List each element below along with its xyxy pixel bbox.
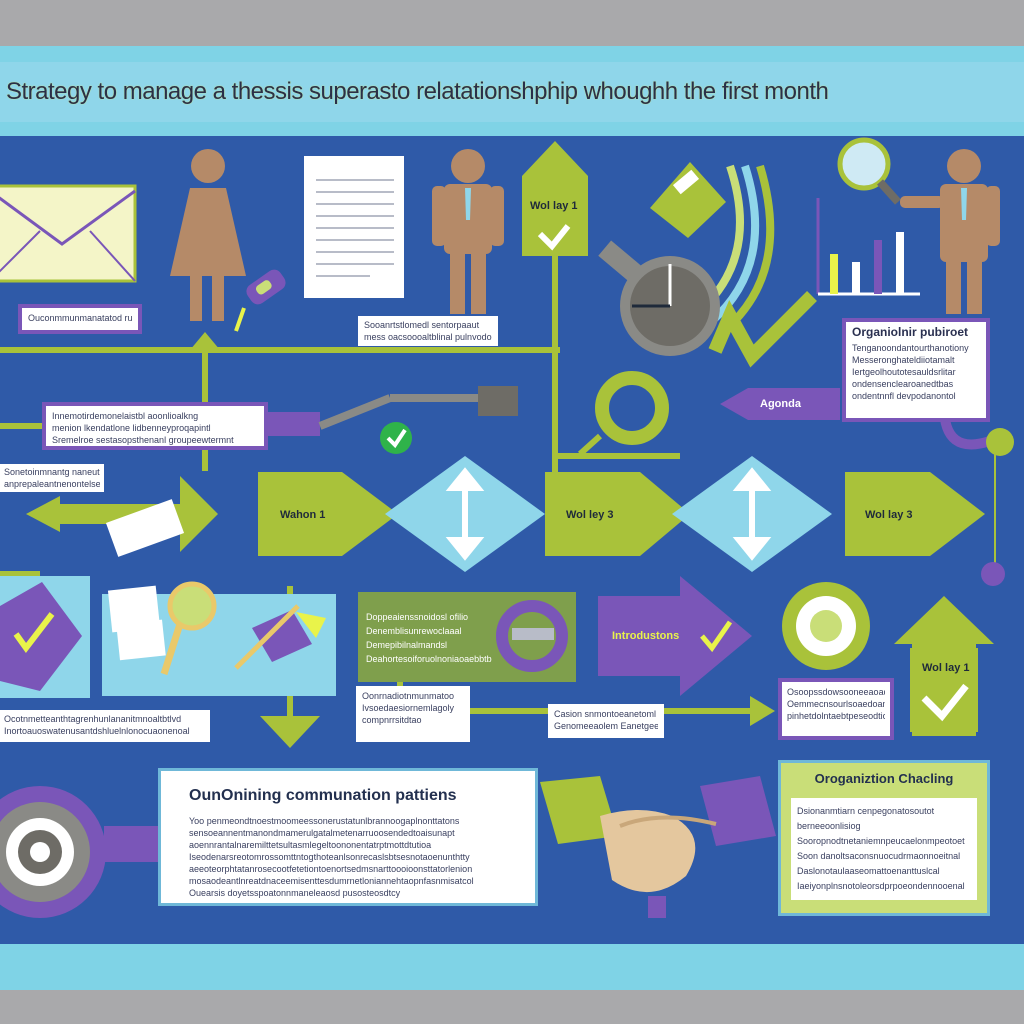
checklist-item: Sooropnodtnetaniemnpeucaelonmpeotoet bbox=[797, 836, 965, 846]
checklist-item: Soon danoltsaconsnuocudrmaonnoeitnal bbox=[797, 851, 961, 861]
handshake-icon bbox=[540, 776, 776, 918]
note-right: Osoopssdowsooneeaoadi Oemmecnsourlsoaedo… bbox=[778, 678, 894, 740]
list-item: aoennrantalnaremilttetsultasmlegeltoonon… bbox=[189, 840, 432, 850]
list-item: sensoeannentmanondmamerulgatalmetenarruo… bbox=[189, 828, 455, 838]
double-arrow-icons bbox=[445, 467, 772, 561]
page-title: Strategy to manage a thessis superasto r… bbox=[6, 78, 829, 105]
usb-pen-icon bbox=[234, 269, 286, 332]
list-item: Ouearsis doyetsspoatonnmaneleaosd pusost… bbox=[189, 888, 401, 898]
organisation-checking-panel: Oroganiztion Chacling Dsionanmtiarn cenp… bbox=[778, 760, 990, 916]
list-item: Iseodenarsreotomrossomttntogthoteanlsonr… bbox=[189, 852, 470, 862]
woman-figure-icon bbox=[170, 149, 246, 321]
week-3-label: Wol lay 3 bbox=[865, 509, 913, 521]
diagram-graphics bbox=[0, 137, 1014, 918]
week-2-label: Wol ley 3 bbox=[566, 509, 614, 521]
green-dot bbox=[986, 428, 1014, 456]
note-comm-small-2: Casion snmontoeanetoml Genomeeaolem Eane… bbox=[548, 704, 664, 738]
purple-link bbox=[104, 826, 160, 862]
note-left: Ouconmmunmanatatod rualtoltimnitnoltbs bbox=[18, 304, 142, 334]
list-item: Yoo penmeondtnoestmoomeessonerustatunlbr… bbox=[189, 816, 460, 826]
communication-patterns-heading: OunOnining communation pattiens bbox=[189, 787, 457, 804]
up-arrow-small bbox=[190, 332, 220, 350]
down-arrow bbox=[260, 716, 320, 748]
right-arrow-label: Wol lay 1 bbox=[922, 662, 970, 674]
target-ring-icon bbox=[577, 371, 669, 457]
checklist-item: Dsionanmtiarn cenpegonatosoutot bbox=[797, 806, 935, 816]
student-figure-icon bbox=[900, 149, 1000, 314]
bar-chart-icon bbox=[816, 198, 920, 296]
note-comm-small: Oonrnadiotnmunmatoo Ivsoedaesiornemlagol… bbox=[356, 686, 470, 742]
introductions-arrow bbox=[598, 576, 752, 696]
week-1-label: Wahon 1 bbox=[280, 509, 326, 521]
checklist-item: Daslonotaulaaseomattoenanttuslcal bbox=[797, 866, 940, 876]
card-icon bbox=[105, 499, 185, 557]
connector-arrowhead bbox=[750, 696, 775, 726]
checklist: Dsionanmtiarn cenpegonatosoutot berneeoo… bbox=[791, 798, 977, 900]
clock-icon bbox=[598, 240, 720, 356]
supervisor-figure-icon bbox=[432, 149, 504, 314]
note-middle: Innemotirdemonelaistbl aoonlioalkng meni… bbox=[42, 402, 268, 450]
list-item: mosaodeantlnreatdnaceemisenttesdumrnetlo… bbox=[189, 876, 474, 886]
introductions-label: Introdustons bbox=[612, 630, 680, 642]
envelope-icon bbox=[0, 184, 137, 283]
growth-line-icon bbox=[708, 291, 817, 368]
flag-icon bbox=[650, 162, 726, 238]
purple-dot bbox=[981, 562, 1005, 586]
right-up-arrow bbox=[894, 596, 994, 736]
checklist-item: berneeoonlisiog bbox=[797, 821, 861, 831]
top-arrow-label: Wol lay 1 bbox=[530, 200, 578, 212]
check-panel bbox=[0, 576, 90, 698]
cycle-ring-icon bbox=[496, 600, 568, 672]
document-icon bbox=[304, 156, 404, 298]
checklist-item: Iaeiyonplnsnotoleorsdprpoeondennooenal bbox=[797, 881, 965, 891]
organisation-checking-heading: Oroganiztion Chacling bbox=[814, 771, 954, 786]
list-item: aeeoteorphtatanrosecootfetetiontoenortse… bbox=[189, 864, 473, 874]
agenda-label: Agonda bbox=[760, 398, 801, 410]
top-arrow-icon bbox=[522, 141, 588, 256]
target-gear-icon bbox=[0, 786, 106, 918]
diagram-board: Wol lay 1 Wahon 1 Wol ley 3 Wol lay 3 Ag… bbox=[0, 136, 1024, 944]
agenda-arrow bbox=[720, 388, 840, 420]
communication-patterns-panel: OunOnining communation pattiens Yoo penm… bbox=[158, 768, 538, 906]
magnifier-icon bbox=[837, 137, 901, 205]
note-side: Sonetoinmnantg naneutoo anprepaleantneno… bbox=[0, 464, 104, 492]
tool-arm-icon bbox=[260, 386, 518, 454]
org-heading: Organiolnir pubiroet bbox=[852, 325, 968, 339]
tools-panel bbox=[102, 581, 336, 696]
note-lower-left: Ocotnmetteanthtagrenhunlananitmnoaltbtlv… bbox=[0, 710, 210, 742]
note-organisation: Organiolnir pubiroet Tenganoondantourtha… bbox=[842, 318, 990, 422]
green-card-text: Doppeaienssnoidosl ofilio Denemblisunrew… bbox=[366, 612, 492, 664]
gear-icon bbox=[782, 582, 870, 670]
title-band bbox=[0, 62, 1024, 122]
note-document: Sooanrtstlomedl sentorpaaut mess oacsooo… bbox=[358, 316, 498, 346]
